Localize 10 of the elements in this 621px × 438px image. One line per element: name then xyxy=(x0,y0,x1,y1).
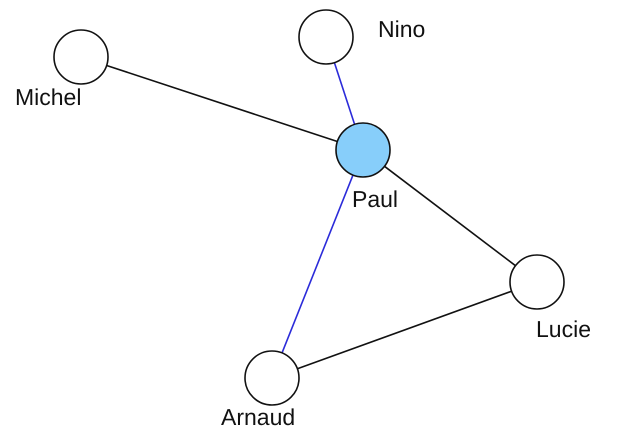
node-label: Lucie xyxy=(536,318,591,341)
node-label: Paul xyxy=(352,188,398,211)
connector-line xyxy=(384,166,516,266)
node-label: Arnaud xyxy=(221,406,296,429)
connector-line xyxy=(297,290,512,370)
node-label: Nino xyxy=(378,18,426,41)
connector-line xyxy=(281,174,354,354)
connector-line xyxy=(334,62,356,125)
node-label: Michel xyxy=(15,86,82,109)
connector-line xyxy=(106,64,338,142)
